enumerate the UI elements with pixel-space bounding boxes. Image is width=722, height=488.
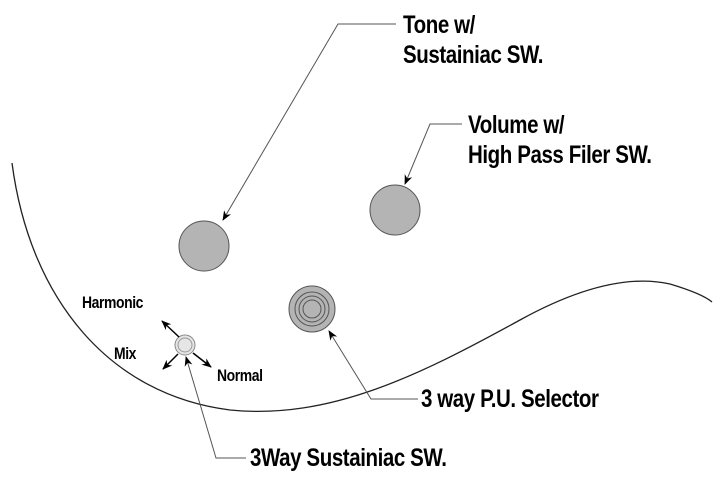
volume-leader-line <box>404 123 462 185</box>
selector-leader-line <box>328 330 418 400</box>
pickup-selector-label-text: 3 way P.U. Selector <box>421 385 599 413</box>
volume-label-line-2: High Pass Filer SW. <box>468 141 652 169</box>
guitar-body-outline <box>11 162 713 413</box>
mix-label: Mix <box>114 344 137 363</box>
volume-label-line-1: Volume w/ <box>468 111 565 139</box>
pickup-selector[interactable] <box>288 285 336 333</box>
sustainiac-switch-label-text: 3Way Sustainiac SW. <box>250 444 447 472</box>
sustainiac-mini-switch[interactable] <box>174 334 196 356</box>
tone-label-line-1: Tone w/ <box>403 11 475 39</box>
harmonic-label: Harmonic <box>82 293 144 312</box>
harmonic-arrow-icon <box>161 320 180 338</box>
tone-knob-label: Tone w/ Sustainiac SW. <box>403 10 544 70</box>
sustainiac-switch-label: 3Way Sustainiac SW. <box>250 443 447 473</box>
mix-arrow-icon <box>162 353 179 370</box>
tone-label-line-2: Sustainiac SW. <box>403 41 544 69</box>
pickup-selector-label: 3 way P.U. Selector <box>421 384 599 414</box>
volume-knob[interactable] <box>369 184 421 236</box>
sustainiac-leader-line <box>184 356 246 459</box>
normal-arrow-icon <box>192 352 212 368</box>
tone-knob[interactable] <box>178 220 230 272</box>
normal-label: Normal <box>217 366 263 385</box>
volume-knob-label: Volume w/ High Pass Filer SW. <box>468 110 652 170</box>
tone-leader-line <box>222 23 396 221</box>
